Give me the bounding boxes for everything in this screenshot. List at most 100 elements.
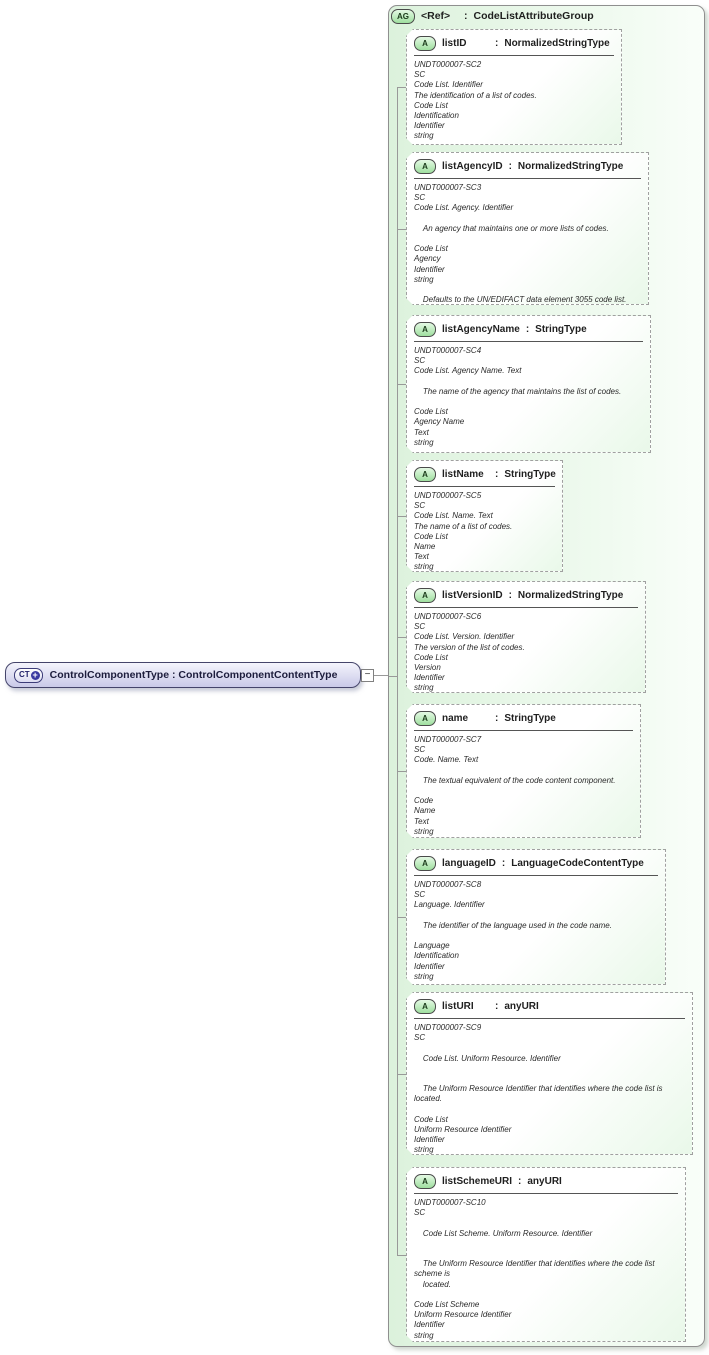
attribute-header: A listAgencyName : StringType bbox=[407, 316, 650, 337]
connector-line bbox=[389, 676, 397, 677]
attribute-header: A name : StringType bbox=[407, 705, 640, 726]
header-separator-line bbox=[414, 1193, 678, 1194]
attribute-node[interactable]: A name : StringType UNDT000007-SC7 SC Co… bbox=[406, 704, 641, 838]
attribute-type: StringType bbox=[504, 468, 556, 480]
attribute-slot: A listSchemeURI : anyURI UNDT000007-SC10… bbox=[397, 1167, 686, 1342]
attribute-annotation: UNDT000007-SC4 SC Code List. Agency Name… bbox=[414, 346, 622, 447]
notation-colon: : bbox=[508, 589, 512, 601]
attribute-annotation: UNDT000007-SC7 SC Code. Name. Text The t… bbox=[414, 735, 616, 836]
attribute-node[interactable]: A languageID : LanguageCodeContentType U… bbox=[406, 849, 666, 985]
attribute-header: A listSchemeURI : anyURI bbox=[407, 1168, 685, 1189]
attribute-annotation: UNDT000007-SC10 SC Code List Scheme. Uni… bbox=[414, 1198, 655, 1340]
attribute-group-name: <Ref> bbox=[421, 10, 451, 22]
tree-trunk-line bbox=[397, 87, 398, 1255]
attribute-icon: A bbox=[414, 322, 436, 337]
attribute-name: listAgencyID bbox=[442, 160, 503, 172]
attribute-node[interactable]: A listAgencyID : NormalizedStringType UN… bbox=[406, 152, 649, 305]
connector-stub bbox=[397, 87, 406, 88]
attribute-header: A listName : StringType bbox=[407, 461, 562, 482]
root-element-type: ControlComponentContentType bbox=[178, 669, 338, 681]
attribute-icon: A bbox=[414, 159, 436, 174]
attribute-icon: A bbox=[414, 1174, 436, 1189]
connector-stub bbox=[397, 516, 406, 517]
attribute-slot: A listURI : anyURI UNDT000007-SC9 SC Cod… bbox=[397, 992, 693, 1155]
root-element-label: ControlComponentType : ControlComponentC… bbox=[50, 669, 338, 681]
notation-colon: : bbox=[495, 37, 499, 49]
attribute-type: NormalizedStringType bbox=[504, 37, 610, 49]
header-separator-line bbox=[414, 875, 658, 876]
attribute-group-node[interactable]: AG <Ref> : CodeListAttributeGroup A list… bbox=[388, 5, 705, 1347]
attribute-icon: A bbox=[414, 711, 436, 726]
attribute-slot: A name : StringType UNDT000007-SC7 SC Co… bbox=[397, 704, 641, 838]
attribute-list: A listID : NormalizedStringType UNDT0000… bbox=[389, 6, 704, 1346]
attribute-group-type: CodeListAttributeGroup bbox=[473, 10, 594, 22]
header-separator-line bbox=[414, 1018, 685, 1019]
attribute-group-header: AG <Ref> : CodeListAttributeGroup bbox=[391, 8, 594, 24]
connector-stub bbox=[397, 1073, 406, 1075]
attribute-node[interactable]: A listID : NormalizedStringType UNDT0000… bbox=[406, 29, 622, 145]
attribute-type: NormalizedStringType bbox=[517, 160, 624, 172]
root-element-node[interactable]: CT + ControlComponentType : ControlCompo… bbox=[5, 662, 361, 688]
attribute-header: A listAgencyID : NormalizedStringType bbox=[407, 153, 648, 174]
attribute-node[interactable]: A listVersionID : NormalizedStringType U… bbox=[406, 581, 646, 693]
notation-colon: : bbox=[171, 669, 176, 681]
attribute-name: listName bbox=[442, 468, 484, 480]
attribute-header: A languageID : LanguageCodeContentType bbox=[407, 850, 665, 871]
notation-colon: : bbox=[495, 712, 499, 724]
attribute-name: languageID bbox=[442, 857, 496, 869]
attribute-group-icon: AG bbox=[391, 8, 415, 24]
header-separator-line bbox=[414, 55, 614, 56]
attribute-name: listVersionID bbox=[442, 589, 503, 601]
attribute-name: listSchemeURI bbox=[442, 1175, 513, 1187]
attribute-header: A listID : NormalizedStringType bbox=[407, 30, 621, 51]
root-element-name: ControlComponentType bbox=[49, 669, 170, 681]
attribute-icon: A bbox=[414, 999, 436, 1014]
attribute-name: listID bbox=[442, 37, 467, 49]
attribute-node[interactable]: A listSchemeURI : anyURI UNDT000007-SC10… bbox=[406, 1167, 686, 1342]
attribute-name: name bbox=[442, 712, 469, 724]
notation-colon: : bbox=[495, 1000, 499, 1012]
attribute-slot: A listAgencyID : NormalizedStringType UN… bbox=[397, 152, 649, 305]
notation-colon: : bbox=[508, 160, 512, 172]
attribute-type: NormalizedStringType bbox=[517, 589, 624, 601]
header-separator-line bbox=[414, 341, 643, 342]
notation-colon: : bbox=[525, 323, 530, 335]
attribute-name: listAgencyName bbox=[442, 323, 520, 335]
attribute-slot: A listName : StringType UNDT000007-SC5 S… bbox=[397, 460, 563, 572]
attribute-type: anyURI bbox=[527, 1175, 562, 1187]
attribute-name: listURI bbox=[442, 1000, 474, 1012]
attribute-node[interactable]: A listAgencyName : StringType UNDT000007… bbox=[406, 315, 651, 453]
header-separator-line bbox=[414, 486, 555, 487]
connector-stub bbox=[397, 637, 406, 638]
connector-stub bbox=[397, 917, 406, 918]
attribute-type: StringType bbox=[504, 712, 556, 724]
connector-stub bbox=[397, 384, 406, 385]
attribute-type: StringType bbox=[535, 323, 587, 335]
attribute-header: A listURI : anyURI bbox=[407, 993, 692, 1014]
header-separator-line bbox=[414, 607, 638, 608]
attribute-annotation: UNDT000007-SC3 SC Code List. Agency. Ide… bbox=[414, 183, 627, 305]
attribute-slot: A listVersionID : NormalizedStringType U… bbox=[397, 581, 646, 693]
attribute-annotation: UNDT000007-SC2 SC Code List. Identifier … bbox=[414, 60, 537, 141]
attribute-type: LanguageCodeContentType bbox=[511, 857, 644, 869]
notation-colon: : bbox=[501, 857, 506, 869]
notation-colon: : bbox=[518, 1175, 522, 1187]
attribute-icon: A bbox=[414, 467, 436, 482]
complex-type-icon: CT + bbox=[14, 667, 43, 683]
complex-type-icon-label: CT bbox=[19, 670, 30, 679]
attribute-node[interactable]: A listURI : anyURI UNDT000007-SC9 SC Cod… bbox=[406, 992, 693, 1155]
attribute-annotation: UNDT000007-SC9 SC Code List. Uniform Res… bbox=[414, 1023, 663, 1155]
connector-line bbox=[374, 675, 389, 676]
attribute-node[interactable]: A listName : StringType UNDT000007-SC5 S… bbox=[406, 460, 563, 572]
attribute-slot: A listAgencyName : StringType UNDT000007… bbox=[397, 315, 651, 453]
header-separator-line bbox=[414, 178, 641, 179]
attribute-slot: A languageID : LanguageCodeContentType U… bbox=[397, 849, 666, 985]
attribute-slot: A listID : NormalizedStringType UNDT0000… bbox=[397, 29, 622, 145]
attribute-icon: A bbox=[414, 588, 436, 603]
plus-icon: + bbox=[30, 669, 40, 680]
attribute-header: A listVersionID : NormalizedStringType bbox=[407, 582, 645, 603]
notation-colon: : bbox=[495, 468, 499, 480]
collapse-toggle[interactable]: − bbox=[361, 669, 374, 682]
attribute-annotation: UNDT000007-SC5 SC Code List. Name. Text … bbox=[414, 491, 513, 572]
